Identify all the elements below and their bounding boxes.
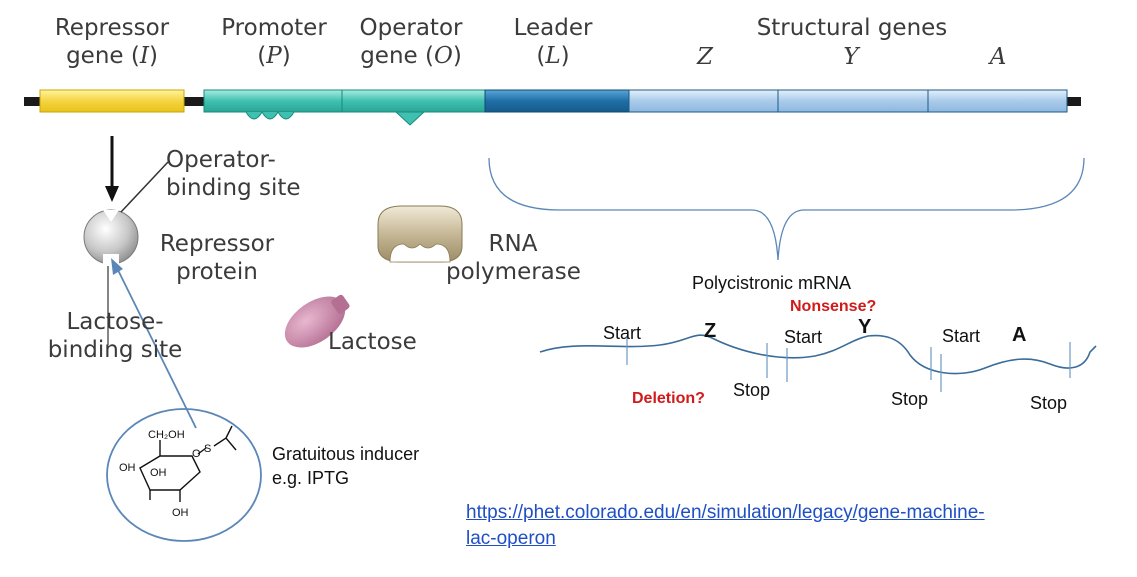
inducer-arrow	[116, 267, 197, 429]
atom-o: O	[192, 448, 201, 460]
deletion-label: Deletion?	[632, 390, 705, 407]
gene-a-label: A	[983, 43, 1013, 71]
leader-segment	[484, 89, 630, 113]
operator-segment	[341, 89, 486, 113]
atom-oh-bottom: OH	[172, 507, 189, 519]
start-z-label: Start	[603, 323, 642, 343]
repressor-gene-label: Repressor gene (I)	[44, 14, 180, 70]
operator-line1: Operator	[359, 15, 463, 41]
mrna-title: Polycistronic mRNA	[692, 273, 852, 293]
repressor-gene-word: gene	[66, 43, 124, 69]
operator-binding-site-label: Operator- binding site	[166, 146, 301, 202]
gene-z-letter: Z	[697, 44, 713, 70]
gene-a-segment	[927, 89, 1068, 113]
promoter-letter: P	[266, 43, 282, 69]
repressor-protein-label: Repressor protein	[156, 230, 278, 286]
promoter-line2: (P)	[257, 43, 291, 69]
operator-gene-label: Operator gene (O)	[346, 14, 476, 70]
lactose-site-line2: binding site	[47, 337, 183, 363]
transcription-arrowhead	[105, 186, 119, 202]
inducer-circle	[106, 408, 262, 542]
start-y-label: Start	[784, 327, 823, 347]
repressor-gene-line1: Repressor	[54, 15, 170, 41]
gene-a-letter: A	[989, 44, 1007, 70]
lactose-label: Lactose	[328, 329, 417, 355]
start-a-label: Start	[942, 326, 981, 346]
leader-line1: Leader	[513, 15, 593, 41]
inducer-line2: e.g. IPTG	[272, 468, 350, 488]
promoter-label: Promoter (P)	[212, 14, 336, 70]
atom-oh-left: OH	[119, 462, 136, 474]
stop-z-label: Stop	[733, 380, 771, 400]
promoter-segment	[203, 89, 343, 113]
operator-site-line1: Operator-	[166, 147, 276, 173]
z-mrna-label: Z	[704, 320, 717, 342]
gene-y-label: Y	[836, 43, 866, 71]
operator-site-pointer	[120, 161, 169, 213]
mrna-strand	[539, 334, 1097, 375]
repressor-protein-shape	[83, 209, 139, 266]
rna-polymerase-label: RNA polymerase	[446, 230, 581, 286]
repressor-gene-segment	[39, 89, 185, 113]
leader-label: Leader (L)	[500, 14, 606, 70]
operator-notch	[394, 111, 426, 126]
phet-simulation-link[interactable]: https://phet.colorado.edu/en/simulation/…	[466, 502, 985, 549]
rna-polymerase-line1: RNA	[488, 231, 538, 257]
operator-gene-word: gene	[360, 43, 418, 69]
lactose-binding-site-label: Lactose- binding site	[40, 308, 190, 364]
iptg-molecule	[106, 408, 262, 542]
structural-genes-brace	[488, 157, 1085, 261]
gene-y-segment	[777, 89, 929, 113]
leader-line2: (L)	[536, 43, 570, 69]
codon-ticks	[626, 338, 1071, 392]
promoter-bumps	[245, 110, 295, 120]
repressor-protein-line1: Repressor	[159, 231, 275, 257]
nonsense-label: Nonsense?	[790, 298, 877, 315]
rna-polymerase-line2: polymerase	[446, 259, 581, 285]
leader-letter: L	[545, 43, 561, 69]
stop-a-label: Stop	[1030, 393, 1068, 413]
operator-line2: gene (O)	[360, 43, 462, 69]
operator-site-line2: binding site	[166, 175, 301, 201]
inducer-line1: Gratuitous inducer	[272, 444, 420, 464]
promoter-line1: Promoter	[221, 15, 327, 41]
repressor-protein-line2: protein	[176, 259, 258, 285]
repressor-gene-line2: gene (I)	[66, 43, 158, 69]
lactose-site-line1: Lactose-	[66, 309, 164, 335]
gene-z-segment	[628, 89, 779, 113]
rna-polymerase-shape	[377, 205, 463, 263]
structural-genes-label: Structural genes	[756, 15, 948, 41]
stop-y-label: Stop	[891, 389, 929, 409]
y-mrna-label: Y	[858, 316, 872, 338]
gene-z-label: Z	[690, 43, 720, 71]
atom-s: S	[204, 443, 212, 455]
gene-y-letter: Y	[843, 44, 859, 70]
operator-letter: O	[433, 43, 453, 69]
inducer-label: Gratuitous inducer e.g. IPTG	[272, 442, 419, 490]
atom-ch2oh: CH₂OH	[148, 429, 185, 441]
lactose-shape	[284, 294, 350, 348]
atom-oh-inner: OH	[150, 467, 167, 479]
a-mrna-label: A	[1012, 324, 1027, 346]
inducer-arrowhead	[111, 258, 123, 275]
repressor-gene-letter: I	[139, 43, 149, 69]
